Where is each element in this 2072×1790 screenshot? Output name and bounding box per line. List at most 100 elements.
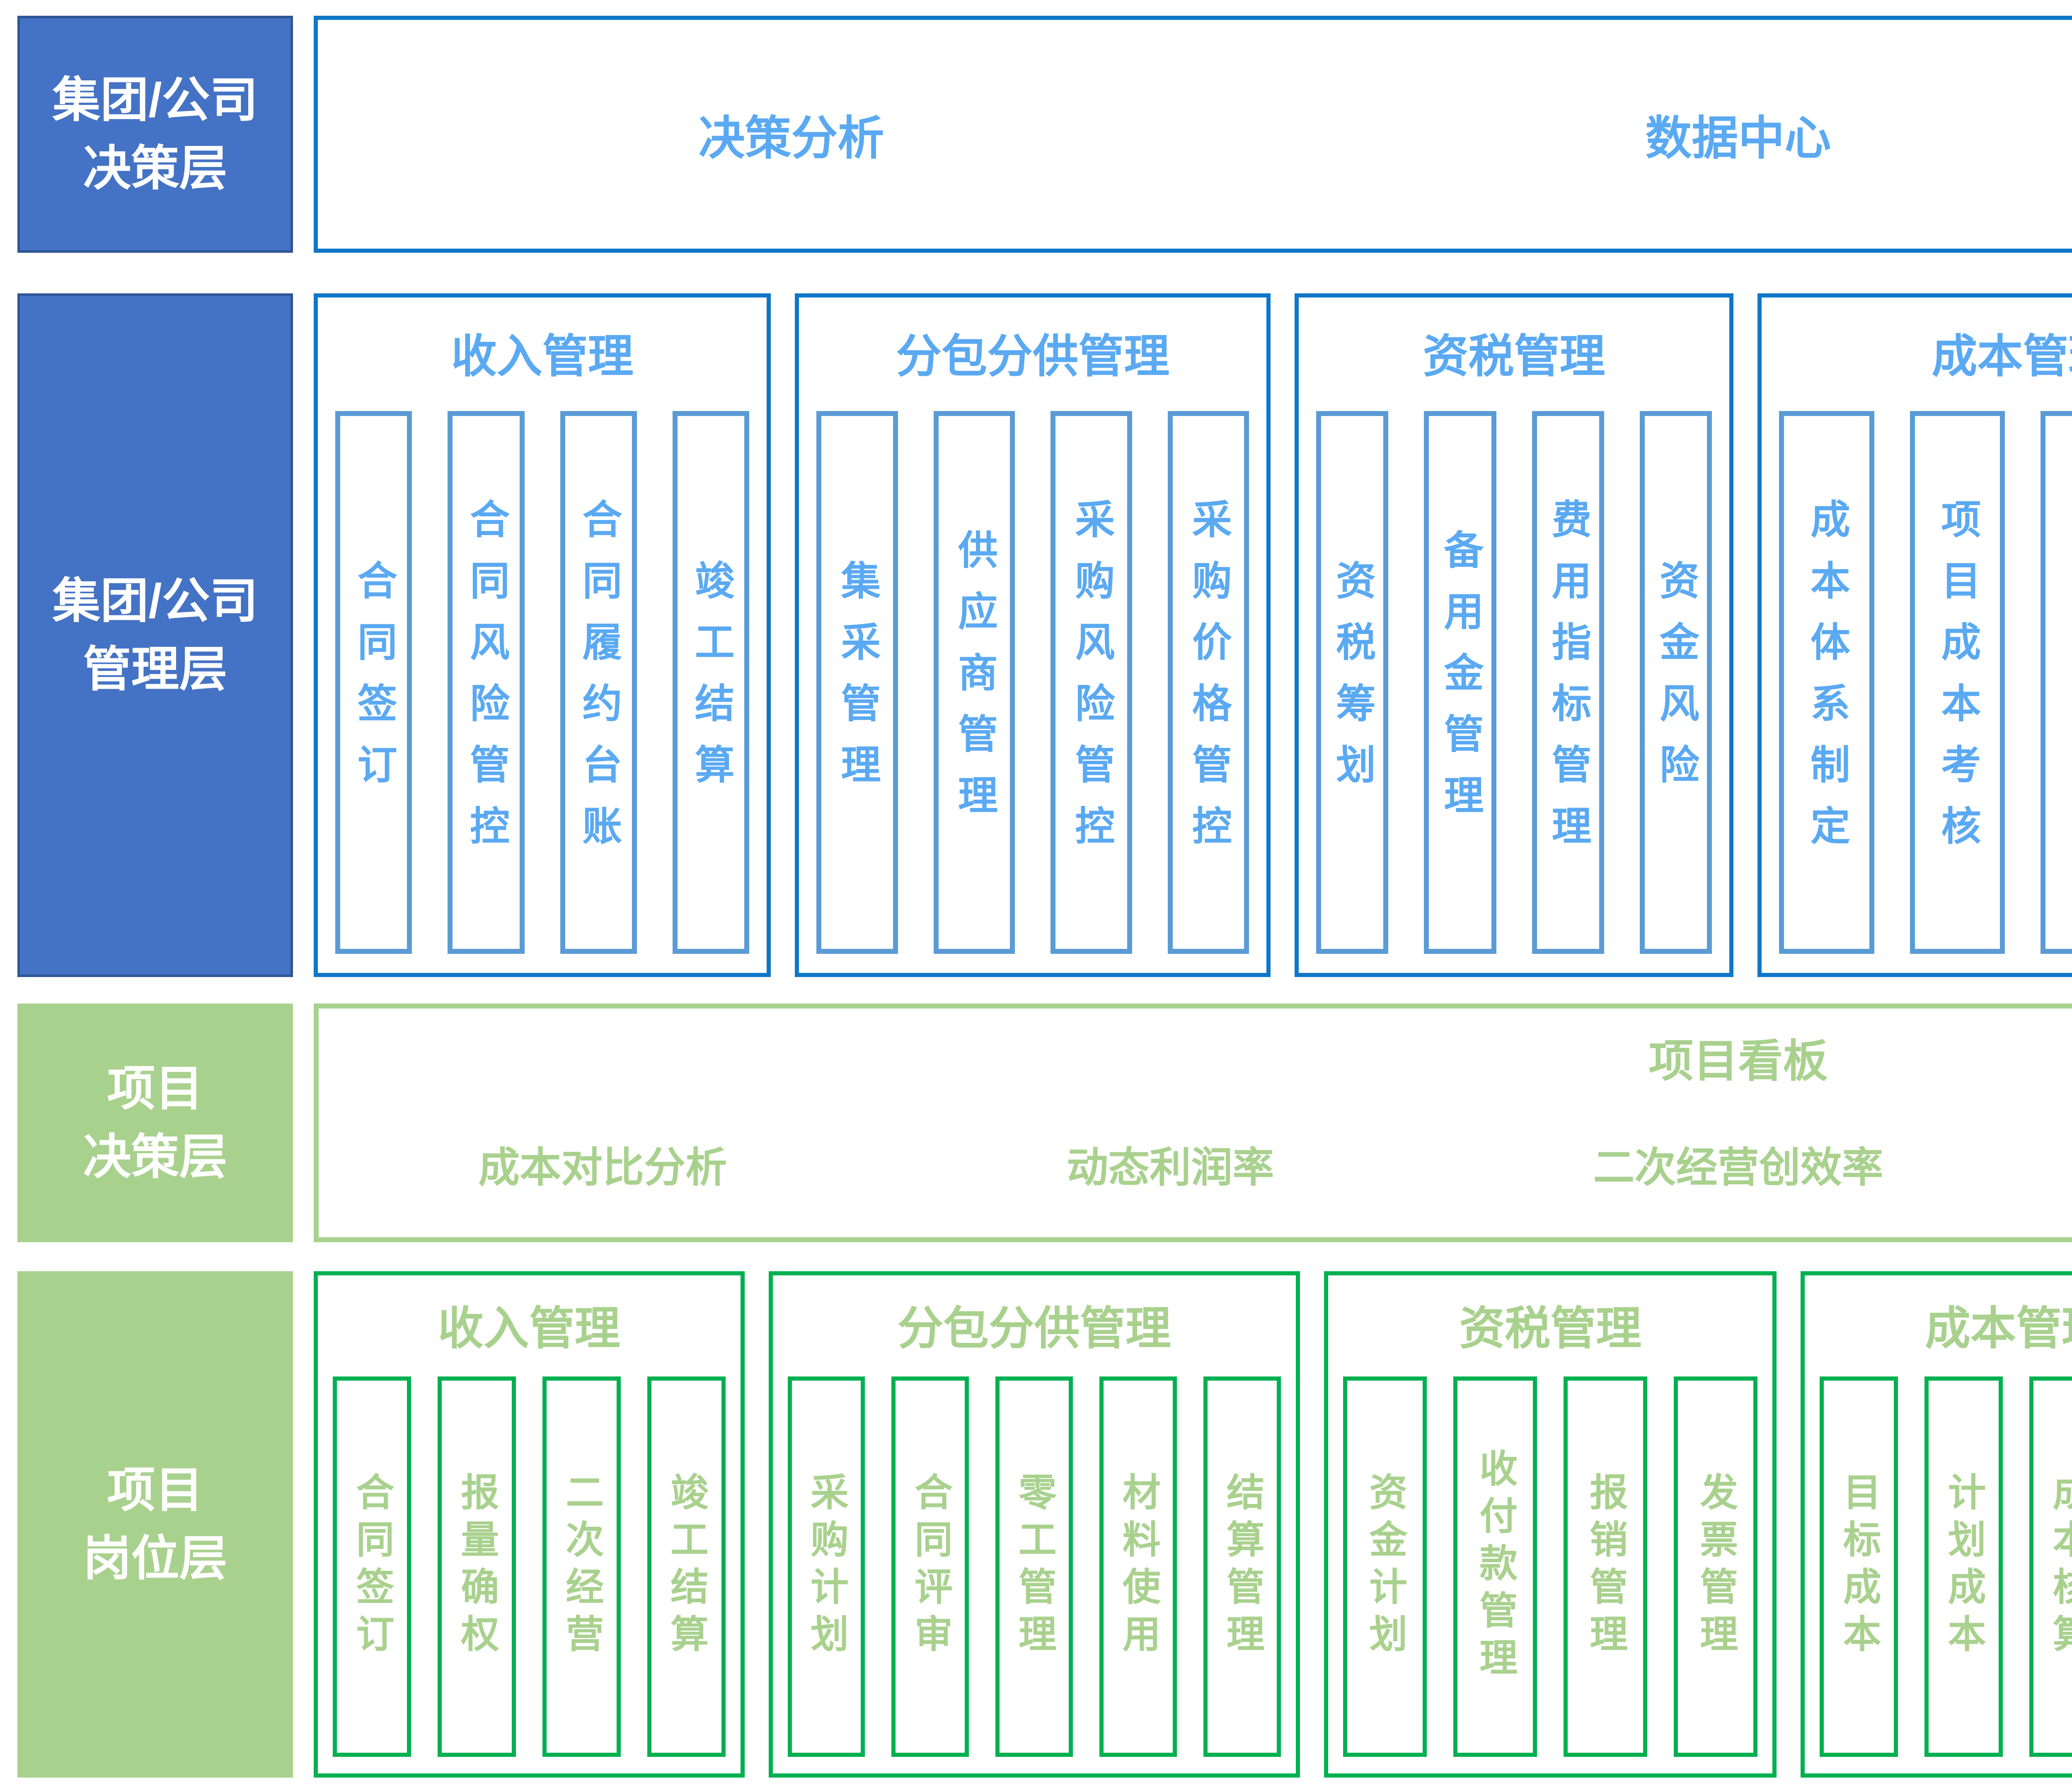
section-columns: 采购计划 合同评审 零工管理 材料使用 结算管理 bbox=[787, 1376, 1281, 1757]
module-item: 资税筹划 bbox=[1316, 411, 1389, 954]
module-item-label: 费用指标管理 bbox=[1546, 498, 1590, 866]
layer-label-project-decision: 项目 决策层 bbox=[17, 1004, 293, 1242]
section-title: 分包分供管理 bbox=[897, 1303, 1171, 1354]
module-item: 供应商管理 bbox=[933, 411, 1015, 954]
module-item-label: 收付款管理 bbox=[1474, 1449, 1516, 1685]
module-item: 项目成本考核 bbox=[1910, 411, 2005, 954]
section-columns: 集采管理 供应商管理 采购风险管控 采购价格管控 bbox=[816, 411, 1249, 954]
module-item-label: 合同风险管控 bbox=[464, 498, 508, 866]
layer-row-project-decision: 项目 决策层 项目看板 成本对比分析 动态利润率 二次经营创效率 产值确权率 项… bbox=[17, 1004, 2072, 1242]
module-item-label: 资金计划 bbox=[1363, 1472, 1406, 1661]
module-item-label: 发票管理 bbox=[1694, 1472, 1737, 1661]
module-item-label: 资税筹划 bbox=[1330, 560, 1375, 805]
decision-item: 决策分析 bbox=[698, 112, 884, 164]
layer-row-group-management: 集团/公司 管理层 收入管理 合同签订 合同风险管控 合同履约台账 竣工结算 分… bbox=[17, 293, 2072, 977]
module-item: 发票管理 bbox=[1674, 1376, 1758, 1757]
section-columns: 资税筹划 备用金管理 费用指标管理 资金风险 bbox=[1316, 411, 1712, 954]
project-dashboard-panel: 项目看板 成本对比分析 动态利润率 二次经营创效率 产值确权率 项目经营月报 bbox=[314, 1004, 2072, 1242]
module-item-label: 竣工结算 bbox=[665, 1472, 707, 1661]
module-item: 竣工结算 bbox=[673, 411, 750, 954]
module-item-label: 材料使用 bbox=[1117, 1472, 1159, 1661]
module-item: 目标成本 bbox=[1820, 1376, 1898, 1757]
section-columns: 成本体系制定 项目成本考核 成本分析台账 成本指标管理 bbox=[1779, 411, 2072, 954]
module-item-label: 项目成本考核 bbox=[1935, 498, 1980, 866]
module-item-label: 采购风险管控 bbox=[1069, 498, 1113, 866]
module-item: 报销管理 bbox=[1564, 1376, 1648, 1757]
module-item: 集采管理 bbox=[816, 411, 898, 954]
module-section: 资税管理 资金计划 收付款管理 报销管理 发票管理 bbox=[1324, 1271, 1777, 1778]
module-item: 成本分析台账 bbox=[2041, 411, 2072, 954]
module-item: 资金风险 bbox=[1639, 411, 1712, 954]
module-item-label: 合同签订 bbox=[351, 560, 396, 805]
layer-row-project-post: 项目 岗位层 收入管理 合同签订 报量确权 二次经营 竣工结算 分包分供管理 采… bbox=[17, 1271, 2072, 1778]
module-item: 材料使用 bbox=[1099, 1376, 1177, 1757]
module-section: 资税管理 资税筹划 备用金管理 费用指标管理 资金风险 bbox=[1295, 293, 1734, 977]
module-item-label: 集采管理 bbox=[835, 560, 880, 805]
layer-label-line: 管理层 bbox=[83, 642, 228, 696]
module-item: 备用金管理 bbox=[1424, 411, 1496, 954]
group-decision-panel: 决策分析 数据中心 企业知识库 bbox=[314, 16, 2072, 253]
module-item-label: 采购计划 bbox=[805, 1472, 847, 1661]
module-item-label: 合同评审 bbox=[909, 1472, 951, 1661]
layer-label-line: 决策层 bbox=[83, 141, 228, 195]
module-item-label: 供应商管理 bbox=[952, 529, 997, 836]
section-title: 收入管理 bbox=[438, 1303, 620, 1354]
dashboard-item: 成本对比分析 bbox=[478, 1144, 727, 1191]
module-item: 二次经营 bbox=[542, 1376, 621, 1757]
module-item: 结算管理 bbox=[1203, 1376, 1281, 1757]
section-title: 分包分供管理 bbox=[896, 331, 1170, 382]
module-item: 采购风险管控 bbox=[1051, 411, 1132, 954]
layer-label-group-management: 集团/公司 管理层 bbox=[17, 293, 293, 977]
layer-label-group-decision: 集团/公司 决策层 bbox=[17, 16, 293, 253]
module-item: 零工管理 bbox=[995, 1376, 1073, 1757]
module-item-label: 备用金管理 bbox=[1438, 529, 1482, 836]
layer-label-line: 集团/公司 bbox=[52, 73, 258, 127]
module-section: 成本管理 成本体系制定 项目成本考核 成本分析台账 成本指标管理 bbox=[1757, 293, 2072, 977]
module-item-label: 成本核算 bbox=[2047, 1472, 2072, 1661]
module-item-label: 成本分析台账 bbox=[2066, 498, 2072, 866]
module-item: 计划成本 bbox=[1924, 1376, 2003, 1757]
module-item-label: 报量确权 bbox=[455, 1472, 498, 1661]
dashboard-title: 项目看板 bbox=[1648, 1036, 1828, 1086]
module-item: 合同履约台账 bbox=[560, 411, 637, 954]
section-title: 资税管理 bbox=[1423, 331, 1605, 382]
section-title: 资税管理 bbox=[1459, 1303, 1642, 1354]
module-section: 收入管理 合同签订 报量确权 二次经营 竣工结算 bbox=[314, 1271, 745, 1778]
layer-label-line: 决策层 bbox=[83, 1130, 228, 1184]
module-item: 竣工结算 bbox=[647, 1376, 726, 1757]
project-post-panel: 收入管理 合同签订 报量确权 二次经营 竣工结算 分包分供管理 采购计划 合同评… bbox=[314, 1271, 2072, 1778]
module-item-label: 成本体系制定 bbox=[1804, 498, 1849, 866]
dashboard-item: 动态利润率 bbox=[1067, 1144, 1274, 1191]
module-item-label: 合同签订 bbox=[350, 1472, 393, 1661]
module-item-label: 采购价格管控 bbox=[1186, 498, 1231, 866]
module-item-label: 合同履约台账 bbox=[576, 498, 621, 866]
module-item: 资金计划 bbox=[1343, 1376, 1427, 1757]
section-columns: 合同签订 报量确权 二次经营 竣工结算 bbox=[333, 1376, 726, 1757]
module-item: 合同风险管控 bbox=[448, 411, 525, 954]
layer-row-group-decision: 集团/公司 决策层 决策分析 数据中心 企业知识库 bbox=[17, 16, 2072, 253]
group-management-panel: 收入管理 合同签订 合同风险管控 合同履约台账 竣工结算 分包分供管理 集采管理… bbox=[314, 293, 2072, 977]
module-item: 合同签订 bbox=[333, 1376, 411, 1757]
module-item-label: 结算管理 bbox=[1221, 1472, 1264, 1661]
dashboard-item: 二次经营创效率 bbox=[1593, 1144, 1883, 1191]
module-item-label: 目标成本 bbox=[1837, 1472, 1880, 1661]
module-item: 合同评审 bbox=[891, 1376, 969, 1757]
module-item-label: 二次经营 bbox=[560, 1472, 603, 1661]
module-item: 成本核算 bbox=[2029, 1376, 2072, 1757]
section-columns: 目标成本 计划成本 成本核算 成本还原 bbox=[1820, 1376, 2072, 1757]
module-section: 分包分供管理 集采管理 供应商管理 采购风险管控 采购价格管控 bbox=[795, 293, 1271, 977]
module-item-label: 零工管理 bbox=[1013, 1472, 1055, 1661]
decision-item: 数据中心 bbox=[1645, 112, 1831, 164]
layer-label-project-post: 项目 岗位层 bbox=[17, 1271, 293, 1778]
section-title: 收入管理 bbox=[451, 331, 634, 382]
module-item: 采购价格管控 bbox=[1167, 411, 1249, 954]
section-title: 成本管理 bbox=[1932, 331, 2072, 382]
layer-label-line: 岗位层 bbox=[83, 1531, 228, 1585]
module-item: 采购计划 bbox=[787, 1376, 865, 1757]
section-columns: 合同签订 合同风险管控 合同履约台账 竣工结算 bbox=[335, 411, 750, 954]
module-item: 报量确权 bbox=[437, 1376, 516, 1757]
dashboard-items: 成本对比分析 动态利润率 二次经营创效率 产值确权率 项目经营月报 bbox=[319, 1090, 2072, 1237]
module-item: 费用指标管理 bbox=[1532, 411, 1604, 954]
layer-label-line: 项目 bbox=[107, 1463, 203, 1517]
module-section: 收入管理 合同签订 合同风险管控 合同履约台账 竣工结算 bbox=[314, 293, 771, 977]
